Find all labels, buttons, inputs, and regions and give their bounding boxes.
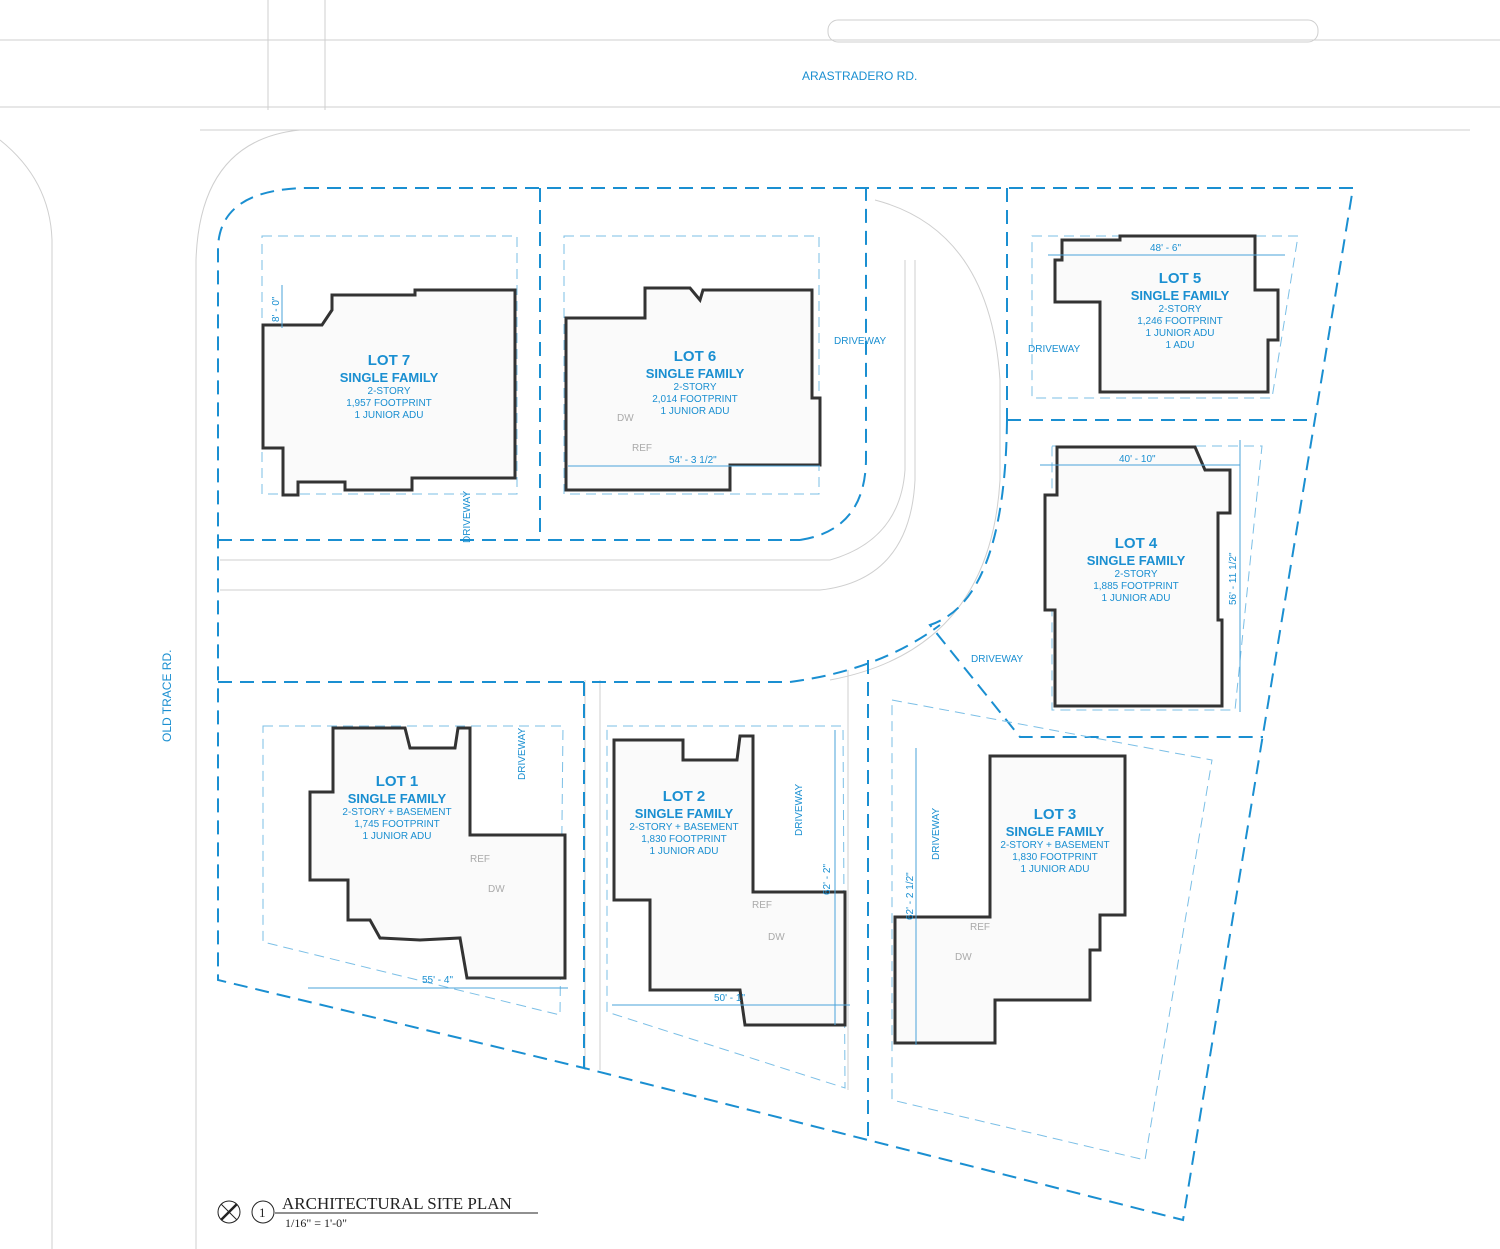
lot-title: LOT 5: [1158, 270, 1202, 287]
driveway-label: DRIVEWAY: [971, 654, 1024, 665]
dimension-lines: [281, 254, 1285, 1045]
dimension-label: 56' - 11 1/2": [1228, 552, 1239, 605]
dimension-label: 54' - 3 1/2": [669, 455, 717, 466]
lot-detail: 2-STORY: [673, 381, 717, 393]
appliance-label: DW: [488, 884, 505, 895]
driveway-label: DRIVEWAY: [462, 490, 473, 543]
lot-detail: 1,885 FOOTPRINT: [1093, 580, 1179, 592]
dimension-label: 62' - 2 1/2": [905, 872, 916, 920]
building-footprints: [261, 234, 1280, 1045]
lot-type: SINGLE FAMILY: [347, 791, 447, 806]
lot-detail: 2-STORY: [1158, 303, 1202, 315]
lot-detail: 1 JUNIOR ADU: [362, 830, 432, 842]
lot-type: SINGLE FAMILY: [645, 366, 745, 381]
lot-2-label[interactable]: LOT 2 SINGLE FAMILY 2-STORY + BASEMENT 1…: [629, 788, 738, 858]
lot-detail: 1 JUNIOR ADU: [1101, 592, 1171, 604]
lot-detail: 1 JUNIOR ADU: [1020, 863, 1090, 875]
lot-boundaries: [217, 187, 1355, 1222]
lot-4-label[interactable]: LOT 4 SINGLE FAMILY 2-STORY 1,885 FOOTPR…: [1087, 535, 1185, 605]
lot-detail: 1 JUNIOR ADU: [354, 409, 424, 421]
dimension-label: 62' - 2": [822, 863, 833, 895]
drawing-title: ARCHITECTURAL SITE PLAN: [282, 1194, 512, 1213]
appliance-label: REF: [632, 443, 652, 454]
detail-number-bubble: [251, 1200, 538, 1224]
lot-detail: 1 JUNIOR ADU: [660, 405, 730, 417]
lot-title: LOT 3: [1033, 806, 1077, 823]
lot-type: SINGLE FAMILY: [1086, 553, 1186, 568]
driveway-label: DRIVEWAY: [794, 783, 805, 836]
appliance-label: REF: [970, 922, 990, 933]
street-label-north: ARASTRADERO RD.: [802, 69, 918, 83]
lot-detail: 2-STORY: [367, 385, 411, 397]
lot-title: LOT 4: [1114, 535, 1158, 552]
appliance-label: REF: [752, 900, 772, 911]
detail-number: 1: [259, 1205, 266, 1220]
lot-7-label[interactable]: LOT 7 SINGLE FAMILY 2-STORY 1,957 FOOTPR…: [340, 352, 438, 422]
driveway-label: DRIVEWAY: [517, 727, 528, 780]
appliance-label: DW: [768, 932, 785, 943]
lot-detail: 1,830 FOOTPRINT: [1012, 851, 1098, 863]
lot-detail: 2-STORY: [1114, 568, 1158, 580]
appliance-label: REF: [470, 854, 490, 865]
lot-type: SINGLE FAMILY: [339, 370, 439, 385]
lot-type: SINGLE FAMILY: [1005, 824, 1105, 839]
lot-title: LOT 2: [662, 788, 706, 805]
lot-detail: 2-STORY + BASEMENT: [1000, 839, 1110, 851]
lot-detail: 1 ADU: [1165, 339, 1195, 351]
lot-title: LOT 7: [367, 352, 411, 369]
lot-detail: 2-STORY + BASEMENT: [629, 821, 739, 833]
lot-3-label[interactable]: LOT 3 SINGLE FAMILY 2-STORY + BASEMENT 1…: [1000, 806, 1109, 876]
appliance-label: DW: [955, 952, 972, 963]
driveway-label: DRIVEWAY: [834, 336, 887, 347]
lot-1-label[interactable]: LOT 1 SINGLE FAMILY 2-STORY + BASEMENT 1…: [342, 773, 451, 843]
dimension-label: 50' - 1": [714, 993, 746, 1004]
dimension-label: 8' - 0": [271, 296, 282, 322]
lot-detail: 1,830 FOOTPRINT: [641, 833, 727, 845]
lot-type: SINGLE FAMILY: [1130, 288, 1230, 303]
lot-title: LOT 6: [673, 348, 717, 365]
lot-detail: 1 JUNIOR ADU: [649, 845, 719, 857]
dimension-label: 55' - 4": [422, 975, 454, 986]
lot-detail: 1 JUNIOR ADU: [1145, 327, 1215, 339]
lot-detail: 1,957 FOOTPRINT: [346, 397, 432, 409]
lot-detail: 2,014 FOOTPRINT: [652, 393, 738, 405]
lot-6-label[interactable]: LOT 6 SINGLE FAMILY 2-STORY 2,014 FOOTPR…: [646, 348, 744, 418]
dimension-label: 40' - 10": [1119, 454, 1156, 465]
lot-title: LOT 1: [375, 773, 419, 790]
lot-detail: 2-STORY + BASEMENT: [342, 806, 452, 818]
driveway-label: DRIVEWAY: [1028, 344, 1081, 355]
dimension-label: 48' - 6": [1150, 243, 1182, 254]
appliance-label: DW: [617, 413, 634, 424]
lot-5-label[interactable]: LOT 5 SINGLE FAMILY 2-STORY 1,246 FOOTPR…: [1131, 270, 1229, 352]
north-arrow-icon: [217, 1200, 241, 1224]
lot-detail: 1,246 FOOTPRINT: [1137, 315, 1223, 327]
lot-detail: 1,745 FOOTPRINT: [354, 818, 440, 830]
drawing-scale: 1/16" = 1'-0": [285, 1216, 348, 1230]
driveway-label: DRIVEWAY: [931, 807, 942, 860]
street-label-west: OLD TRACE RD.: [160, 649, 174, 742]
lot-type: SINGLE FAMILY: [634, 806, 734, 821]
